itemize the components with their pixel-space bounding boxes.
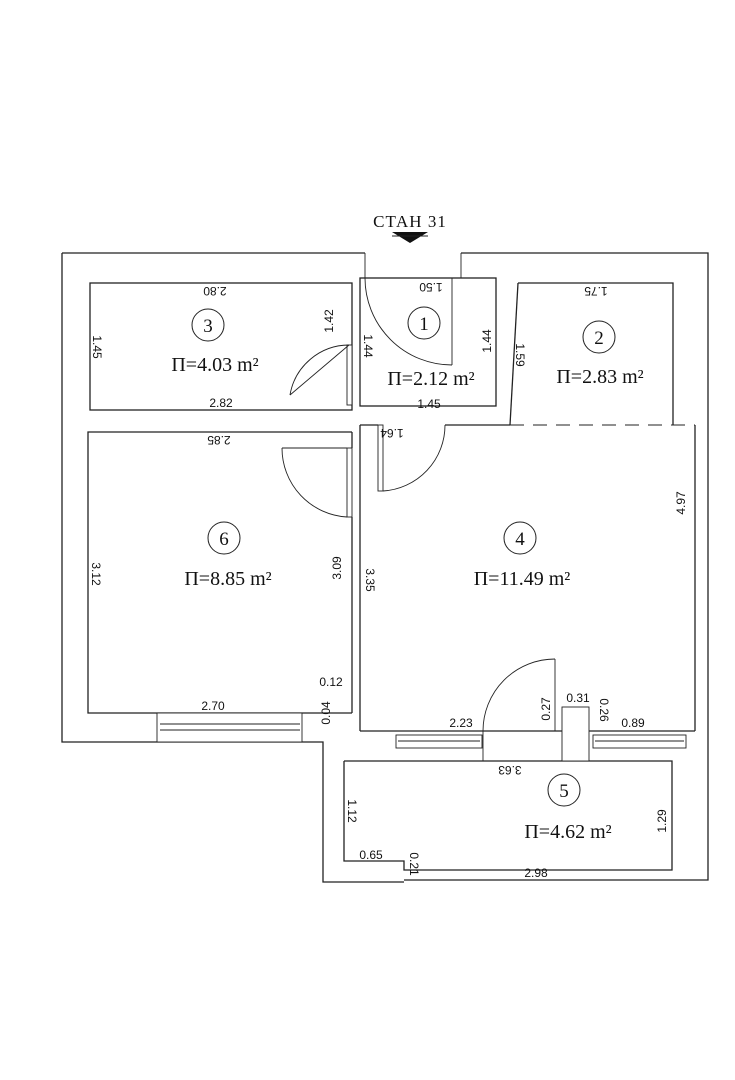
room-number-3: 3	[191, 308, 225, 342]
svg-text:3: 3	[203, 316, 213, 337]
area-room-6: П=8.85 m²	[184, 568, 271, 590]
svg-text:6: 6	[219, 529, 229, 550]
area-room-5: П=4.62 m²	[524, 821, 611, 843]
dim-r6-bottom: 2.70	[201, 699, 225, 713]
dim-r6-c2: 0.04	[319, 701, 333, 725]
dim-r5-b2: 0.21	[407, 852, 421, 876]
dim-r4-top: 1.64	[380, 426, 404, 440]
dim-r6-top: 2.85	[207, 433, 231, 447]
svg-text:1: 1	[419, 314, 429, 335]
room-number-6: 6	[207, 521, 241, 555]
door-room-4-top	[377, 424, 446, 492]
dim-r4-b5: 0.89	[621, 716, 645, 730]
room-number-5: 5	[547, 773, 581, 807]
area-room-3: П=4.03 m²	[171, 354, 258, 376]
svg-text:4: 4	[515, 529, 525, 550]
dim-r2-left: 1.59	[513, 343, 527, 367]
door-room-3	[289, 344, 353, 406]
room-5	[343, 760, 673, 871]
room-1	[359, 277, 497, 407]
dim-r1-right: 1.44	[480, 329, 494, 353]
dim-r6-right: 3.09	[330, 556, 344, 580]
svg-text:5: 5	[559, 781, 569, 802]
door-room-5	[482, 658, 556, 761]
entrance-arrow-icon	[392, 232, 428, 243]
dim-r4-b3: 0.31	[566, 691, 590, 705]
dim-r5-left: 1.12	[345, 799, 359, 823]
dim-r6-left: 3.12	[89, 562, 103, 586]
dim-r1-top: 1.50	[419, 280, 443, 294]
area-room-4: П=11.49 m²	[474, 568, 571, 590]
plan-title: СТАН 31	[373, 212, 447, 231]
dim-r4-b2: 0.27	[539, 697, 553, 721]
door-room-1	[364, 277, 453, 366]
area-room-2: П=2.83 m²	[556, 366, 643, 388]
dim-r4-right: 4.97	[674, 491, 688, 515]
svg-text:2: 2	[594, 328, 604, 349]
dim-r3-top: 2.80	[203, 284, 227, 298]
partition-pillar	[561, 706, 590, 762]
dim-r1-bottom: 1.45	[417, 397, 441, 411]
outer-walls	[61, 252, 709, 883]
dim-r4-b1: 2.23	[449, 716, 473, 730]
area-room-1: П=2.12 m²	[387, 368, 474, 390]
dim-r5-top: 3.63	[498, 763, 522, 777]
window-room-4-left	[395, 734, 483, 749]
dim-r5-b1: 0.65	[359, 848, 383, 862]
room-3	[89, 282, 353, 411]
room-4	[359, 424, 696, 732]
room-2	[509, 282, 674, 426]
dim-r5-b3: 2.98	[524, 866, 548, 880]
room-number-1: 1	[407, 306, 441, 340]
dim-r2-top: 1.75	[584, 284, 608, 298]
dim-r5-right: 1.29	[655, 809, 669, 833]
dim-r6-c1: 0.12	[319, 675, 343, 689]
room-number-4: 4	[503, 521, 537, 555]
dim-r3-bottom: 2.82	[209, 396, 233, 410]
dim-r4-left: 3.35	[363, 568, 377, 592]
dim-r3-right: 1.42	[322, 309, 336, 333]
door-room-6	[281, 447, 353, 518]
dim-r1-left: 1.44	[361, 334, 375, 358]
dim-r4-b4: 0.26	[597, 698, 611, 722]
window-room-4-right	[592, 734, 687, 749]
window-room-6	[156, 712, 303, 743]
room-number-2: 2	[582, 320, 616, 354]
dim-r3-left: 1.45	[90, 335, 104, 359]
